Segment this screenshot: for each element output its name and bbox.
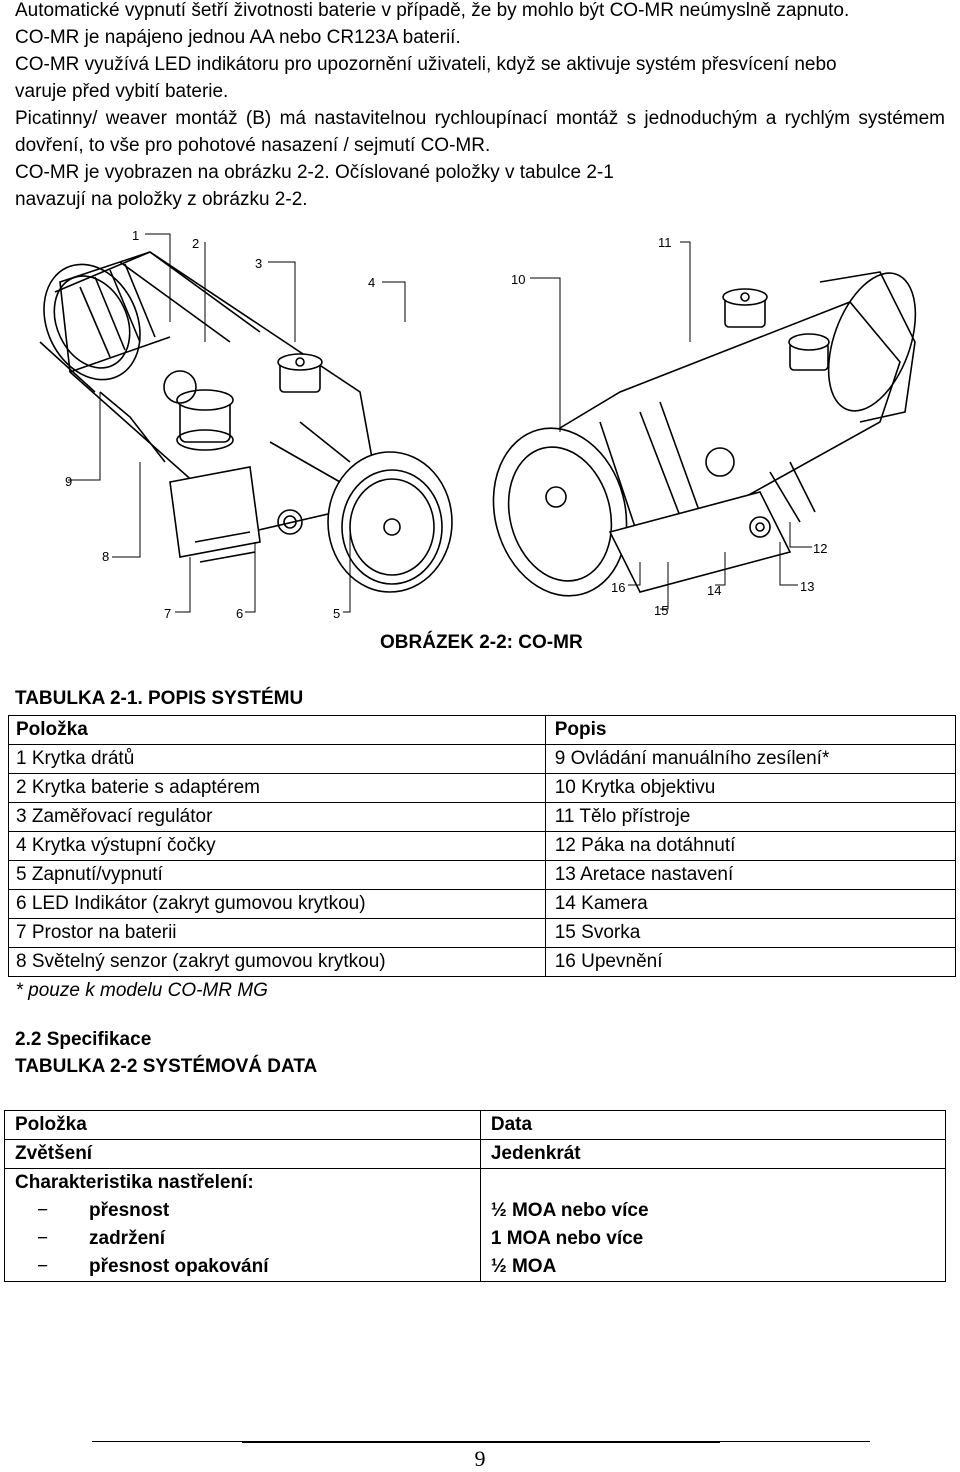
table-note-row: * pouze k modelu CO-MR MG bbox=[9, 977, 956, 1006]
intro-paragraph: Picatinny/ weaver montáž (B) má nastavit… bbox=[15, 108, 945, 156]
table-cell: 14 Kamera bbox=[544, 889, 957, 919]
callout-labels: 1 2 3 4 5 6 7 8 9 10 11 12 13 14 15 16 bbox=[65, 228, 827, 621]
callout-2: 2 bbox=[192, 236, 199, 251]
callout-13: 13 bbox=[800, 579, 814, 594]
system-data-table: Položka Data Zvětšení Jedenkrát Charakte… bbox=[4, 1110, 947, 1282]
callout-15: 15 bbox=[654, 603, 668, 618]
left-view bbox=[39, 251, 453, 593]
callout-leaders bbox=[68, 233, 812, 613]
section-heading: 2.2 Specifikace bbox=[15, 1029, 152, 1050]
table-cell: 8 Světelný senzor (zakryt gumovou krytko… bbox=[8, 947, 546, 977]
table-cell: 13 Aretace nastavení bbox=[544, 860, 957, 890]
list-item: − přesnost opakování bbox=[15, 1253, 480, 1281]
table-cell: 7 Prostor na baterii bbox=[8, 918, 546, 948]
callout-10: 10 bbox=[511, 272, 525, 287]
value-text: ½ MOA bbox=[490, 1256, 557, 1277]
callout-4: 4 bbox=[368, 275, 375, 290]
table-cell: Charakteristika nastřelení: − přesnost −… bbox=[4, 1168, 481, 1282]
device-illustration: 1 2 3 4 5 6 7 8 9 10 11 12 13 14 15 16 bbox=[39, 228, 917, 621]
footer-divider-bold bbox=[242, 1441, 720, 1443]
dash-bullet: − bbox=[37, 1228, 49, 1249]
dash-bullet: − bbox=[37, 1256, 49, 1277]
table-footnote: * pouze k modelu CO-MR MG bbox=[15, 980, 268, 1001]
table-cell: 5 Zapnutí/vypnutí bbox=[8, 860, 546, 890]
system-description-table: Položka Popis 1 Krytka drátů 9 Ovládání … bbox=[8, 715, 957, 1006]
table2-caption: TABULKA 2-2 SYSTÉMOVÁ DATA bbox=[15, 1056, 318, 1077]
table-cell: 15 Svorka bbox=[544, 918, 957, 948]
callout-1: 1 bbox=[132, 228, 139, 243]
page-number: 9 bbox=[474, 1446, 486, 1471]
table-cell: ½ MOA nebo více 1 MOA nebo více ½ MOA bbox=[479, 1168, 947, 1282]
table1-caption: TABULKA 2-1. POPIS SYSTÉMU bbox=[15, 688, 304, 709]
table-cell: 4 Krytka výstupní čočky bbox=[8, 831, 546, 861]
table-row: 2 Krytka baterie s adaptérem 10 Krytka o… bbox=[8, 773, 957, 803]
callout-14: 14 bbox=[707, 583, 721, 598]
table-row: 4 Krytka výstupní čočky 12 Páka na dotáh… bbox=[8, 831, 957, 861]
table-cell: 10 Krytka objektivu bbox=[544, 773, 957, 803]
callout-12: 12 bbox=[813, 541, 827, 556]
callout-9: 9 bbox=[65, 474, 72, 489]
table-header-cell: Data bbox=[479, 1110, 947, 1140]
table-row: 6 LED Indikátor (zakryt gumovou krytkou)… bbox=[8, 889, 957, 919]
table-cell: 1 Krytka drátů bbox=[8, 744, 546, 774]
list-item: − zadržení bbox=[15, 1225, 480, 1253]
list-item: − přesnost bbox=[15, 1197, 480, 1225]
table-cell: 3 Zaměřovací regulátor bbox=[8, 802, 546, 832]
right-view bbox=[492, 271, 917, 597]
table-header-row: Položka Data bbox=[4, 1110, 947, 1140]
table-cell: 2 Krytka baterie s adaptérem bbox=[8, 773, 546, 803]
table-header-cell: Popis bbox=[544, 715, 957, 745]
table-cell: 16 Upevnění bbox=[544, 947, 957, 977]
figure-caption: OBRÁZEK 2-2: CO-MR bbox=[380, 632, 583, 653]
intro-paragraph: Automatické vypnutí šetří životnosti bat… bbox=[15, 0, 850, 21]
intro-paragraph: CO-MR je vyobrazen na obrázku 2-2. Očísl… bbox=[15, 162, 614, 210]
table-cell: Jedenkrát bbox=[479, 1139, 947, 1169]
table-cell: Zvětšení bbox=[4, 1139, 481, 1169]
table-cell: 12 Páka na dotáhnutí bbox=[544, 831, 957, 861]
table-row: Zvětšení Jedenkrát bbox=[4, 1139, 947, 1169]
table-header-row: Položka Popis bbox=[8, 715, 957, 745]
table-cell: 9 Ovládání manuálního zesílení* bbox=[544, 744, 957, 774]
table-row: 5 Zapnutí/vypnutí 13 Aretace nastavení bbox=[8, 860, 957, 890]
callout-6: 6 bbox=[236, 606, 243, 621]
characteristics-label: Charakteristika nastřelení: bbox=[15, 1172, 254, 1193]
callout-16: 16 bbox=[611, 580, 625, 595]
table-header-cell: Položka bbox=[8, 715, 546, 745]
callout-5: 5 bbox=[333, 606, 340, 621]
callout-11: 11 bbox=[658, 235, 672, 250]
intro-paragraph: CO-MR je napájeno jednou AA nebo CR123A … bbox=[15, 27, 461, 48]
table-row: 1 Krytka drátů 9 Ovládání manuálního zes… bbox=[8, 744, 957, 774]
intro-paragraph: CO-MR využívá LED indikátoru pro upozorn… bbox=[15, 54, 837, 102]
table-header-cell: Položka bbox=[4, 1110, 481, 1140]
dash-bullet: − bbox=[37, 1200, 49, 1221]
table-cell: 6 LED Indikátor (zakryt gumovou krytkou) bbox=[8, 889, 546, 919]
list-item-label: přesnost bbox=[89, 1200, 170, 1221]
callout-8: 8 bbox=[102, 549, 109, 564]
callout-3: 3 bbox=[255, 256, 262, 271]
table-row: 8 Světelný senzor (zakryt gumovou krytko… bbox=[8, 947, 957, 977]
value-text: 1 MOA nebo více bbox=[490, 1228, 644, 1249]
table-row: 3 Zaměřovací regulátor 11 Tělo přístroje bbox=[8, 802, 957, 832]
list-item-label: zadržení bbox=[89, 1228, 166, 1249]
table-row: 7 Prostor na baterii 15 Svorka bbox=[8, 918, 957, 948]
callout-7: 7 bbox=[164, 606, 171, 621]
intro-text: Automatické vypnutí šetří životnosti bat… bbox=[15, 0, 945, 213]
table-cell: 11 Tělo přístroje bbox=[544, 802, 957, 832]
list-item-label: přesnost opakování bbox=[89, 1256, 269, 1277]
table-row: Charakteristika nastřelení: − přesnost −… bbox=[4, 1168, 947, 1282]
value-text: ½ MOA nebo více bbox=[490, 1200, 649, 1221]
